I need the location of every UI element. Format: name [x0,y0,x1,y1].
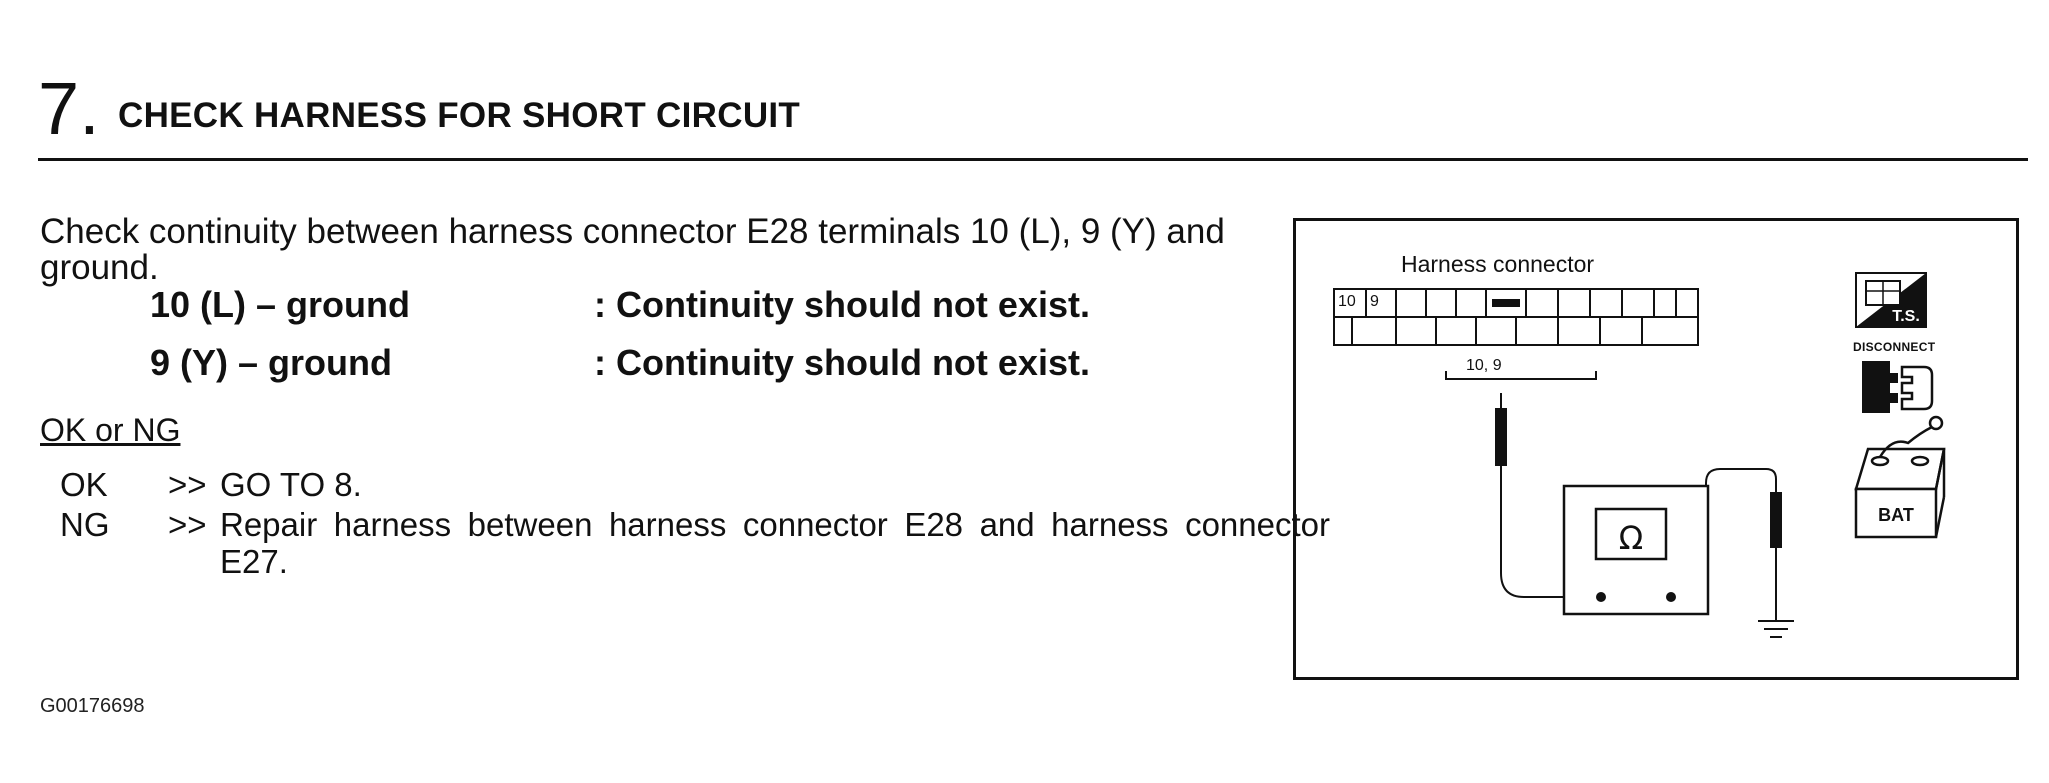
disconnect-icon-label: DISCONNECT [1853,340,1936,354]
result-code: NG [60,506,110,543]
troubleshooting-icon [1855,272,1927,328]
harness-connector-grid [1333,288,1699,346]
cell-label-9: 9 [1370,293,1379,310]
connector-lock-tab [1492,299,1520,307]
ohm-symbol: Ω [1619,519,1643,557]
ohmmeter [1562,484,1710,616]
result-arrow: >> [168,506,207,543]
probe-wires [1495,393,1794,638]
spec-term: 9 (Y) – ground [150,342,392,383]
disconnect-icon [1862,361,1934,413]
battery-icon-label: BAT [1878,505,1914,525]
step-title: CHECK HARNESS FOR SHORT CIRCUIT [118,96,801,135]
result-arrow: >> [168,466,207,503]
spec-term: 10 (L) – ground [150,284,410,325]
result-action: Repair harness between harness connector… [220,506,1330,580]
ts-icon-label: T.S. [1892,308,1920,325]
document-code: G00176698 [40,695,145,717]
results-heading: OK or NG [40,412,181,448]
result-action: GO TO 8. [220,466,362,503]
result-code: OK [60,466,108,503]
battery-icon [1854,415,1946,539]
terminals-brace [1445,371,1597,380]
terminals-label: 10, 9 [1466,357,1502,374]
figure-drawing: Ω T.S. BAT [1333,272,1946,638]
intro-paragraph: Check continuity between harness connect… [40,212,1225,287]
step-header: 7. CHECK HARNESS FOR SHORT CIRCUIT [38,62,2028,161]
spec-value: : Continuity should not exist. [594,342,1090,383]
connector-label: Harness connector [1401,251,1595,277]
step-number: 7. [38,67,100,150]
spec-row: 9 (Y) – ground : Continuity should not e… [150,342,1280,386]
continuity-test-figure: Ω T.S. BAT Harness connect [1293,218,2019,680]
spec-row: 10 (L) – ground : Continuity should not … [150,284,1280,328]
cell-label-10: 10 [1338,293,1356,310]
spec-value: : Continuity should not exist. [594,284,1090,325]
